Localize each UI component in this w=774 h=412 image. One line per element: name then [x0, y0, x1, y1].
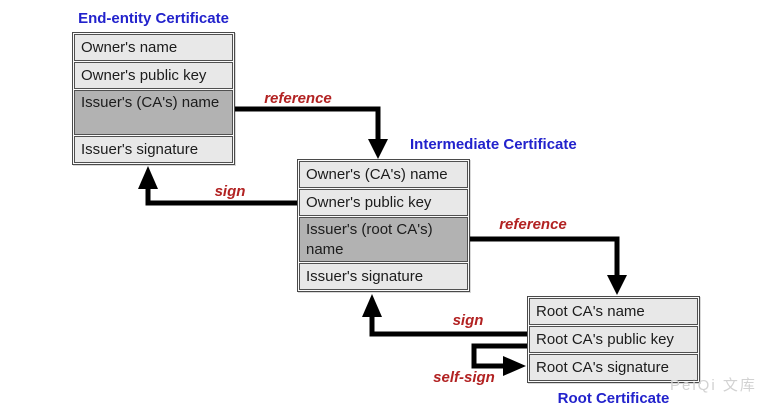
self-sign-label: self-sign [433, 369, 495, 386]
arrowhead-down-icon [607, 275, 627, 295]
cert-row: Root CA's name [529, 298, 698, 325]
intermediate-certificate-title: Intermediate Certificate [410, 136, 577, 153]
root-certificate-box: Root CA's name Root CA's public key Root… [527, 296, 700, 383]
cert-row: Owner's name [74, 34, 233, 61]
reference-arrow-end-to-intermediate [235, 106, 381, 140]
cert-row: Owner's (CA's) name [299, 161, 468, 188]
cert-row: Issuer's signature [74, 136, 233, 163]
self-sign-arrow-root [471, 343, 528, 369]
cert-row: Root CA's public key [529, 326, 698, 353]
cert-row-issuer-name: Issuer's (CA's) name [74, 90, 233, 135]
cert-row: Owner's public key [74, 62, 233, 89]
arrowhead-right-icon [503, 356, 526, 376]
reference-label-2: reference [499, 216, 567, 233]
sign-arrow-root-to-intermediate [369, 316, 528, 337]
sign-arrow-intermediate-to-end [145, 188, 298, 206]
cert-row: Root CA's signature [529, 354, 698, 381]
cert-row: Issuer's signature [299, 263, 468, 290]
cert-row-issuer-name: Issuer's (root CA's) name [299, 217, 468, 262]
arrowhead-up-icon [138, 166, 158, 189]
arrowhead-up-icon [362, 294, 382, 317]
watermark: PeiQi 文库 [670, 377, 757, 394]
cert-row: Owner's public key [299, 189, 468, 216]
reference-label-1: reference [264, 90, 332, 107]
intermediate-certificate-box: Owner's (CA's) name Owner's public key I… [297, 159, 470, 292]
end-entity-certificate-box: Owner's name Owner's public key Issuer's… [72, 32, 235, 165]
reference-arrow-intermediate-to-root [470, 236, 620, 276]
sign-label-1: sign [214, 183, 246, 200]
arrowhead-down-icon [368, 139, 388, 159]
end-entity-certificate-title: End-entity Certificate [78, 10, 229, 27]
sign-label-2: sign [452, 312, 484, 329]
root-certificate-title: Root Certificate [557, 390, 670, 407]
